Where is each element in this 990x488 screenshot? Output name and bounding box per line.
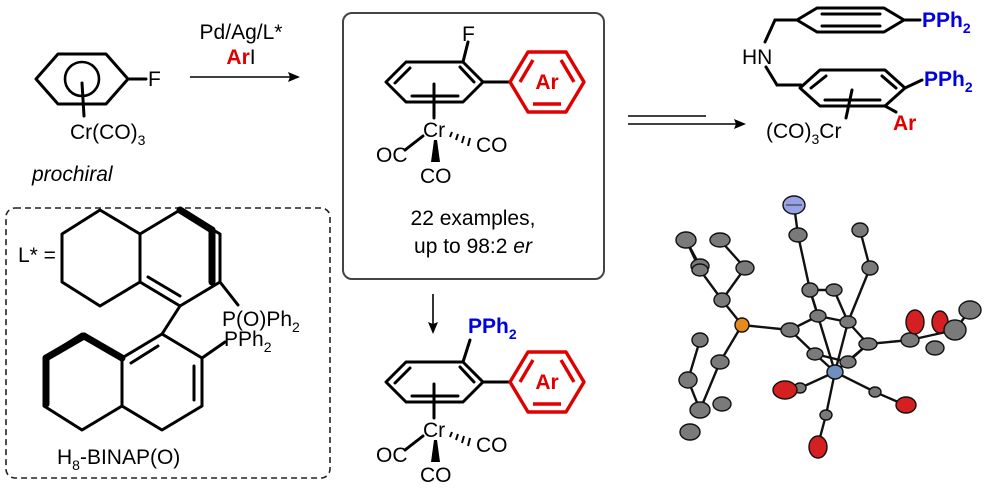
- product-aryl-label: Ar: [535, 71, 558, 94]
- ligand-box: [5, 207, 331, 479]
- derivative-chromium-label: Cr: [423, 419, 445, 442]
- phosphorus-atom: [734, 317, 750, 333]
- product-co-bottom-label: CO: [420, 165, 452, 188]
- amine-hn-label: HN: [742, 46, 772, 69]
- ligand-structure: P(O)Ph2 PPh2: [42, 206, 300, 432]
- amine-pph2-top-label: PPh2: [922, 9, 971, 36]
- conditions-catalyst: Pd/Ag/L*: [200, 21, 283, 44]
- amine-pph2-mid-label: PPh2: [924, 68, 973, 95]
- ligand-phosphine-label: PPh2: [224, 328, 272, 355]
- conditions-aryl-iodide: ArI: [226, 46, 255, 69]
- derivative-co-bottom-label: CO: [420, 464, 452, 487]
- multistep-arrow: [628, 115, 746, 129]
- substrate-structure: F Cr(CO)3 prochiral: [31, 52, 161, 186]
- crystal-structure-image: [675, 195, 982, 459]
- prochiral-label: prochiral: [31, 163, 114, 186]
- product-fluorine-label: F: [462, 23, 475, 46]
- derivative-oc-label: OC: [376, 444, 408, 467]
- ligand-heading: L* =: [18, 244, 56, 267]
- ligand-name: H8-BINAP(O): [57, 446, 180, 473]
- product-structure: F Ar Cr OC CO CO: [376, 23, 586, 188]
- substrate-chromium-label: Cr(CO)3: [70, 121, 146, 148]
- enantiomeric-ratio: up to 98:2 er: [414, 235, 533, 258]
- product-chromium-label: Cr: [423, 119, 445, 142]
- product-co-right-label: CO: [476, 134, 508, 157]
- examples-count: 22 examples,: [411, 207, 536, 230]
- reaction-arrow-1: Pd/Ag/L* ArI: [190, 21, 300, 82]
- down-arrow: [428, 294, 438, 334]
- product-box: [342, 12, 605, 280]
- amine-derivative-structure: PPh2 HN PPh2 Ar (CO)3Cr: [742, 6, 973, 147]
- derivative-pph2-label: PPh2: [468, 315, 517, 342]
- derivative-aryl-label: Ar: [535, 371, 558, 394]
- chromium-atom: [826, 364, 844, 380]
- derivative-co-right-label: CO: [476, 434, 508, 457]
- ligand-phosphine-oxide-label: P(O)Ph2: [222, 308, 300, 335]
- phosphine-derivative-structure: PPh2 Ar Cr OC CO CO: [376, 315, 586, 487]
- amine-aryl-label: Ar: [893, 112, 916, 135]
- product-oc-label: OC: [376, 144, 408, 167]
- substrate-fluorine-label: F: [148, 68, 161, 91]
- amine-chromium-label: (CO)3Cr: [766, 120, 841, 147]
